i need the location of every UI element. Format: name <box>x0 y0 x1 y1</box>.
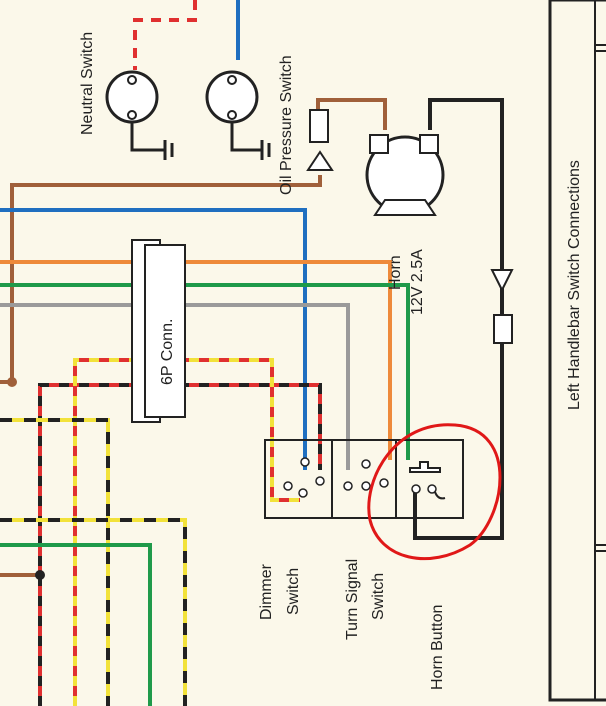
dimmer-switch-label-2: Switch <box>285 568 302 615</box>
wire-gray <box>0 303 350 470</box>
neutral-switch-label: Neutral Switch <box>79 32 96 135</box>
horn-button-label: Horn Button <box>429 605 446 690</box>
wire-yellow-black-dash <box>0 418 187 706</box>
horn <box>306 109 445 216</box>
horn-label: Horn <box>387 255 404 290</box>
neutral-switch <box>105 70 174 160</box>
wire-yellow-black <box>0 418 187 706</box>
wire-red-yellow-dash <box>73 358 300 706</box>
switch-connections-table <box>548 0 606 702</box>
switch-block <box>264 439 464 519</box>
junction-dot <box>35 570 45 580</box>
table-title: Left Handlebar Switch Connections <box>566 160 583 410</box>
6p-connector <box>131 239 186 423</box>
wire-orange <box>0 260 392 460</box>
annotation-circle <box>367 423 502 561</box>
oil-pressure-switch-label: Oil Pressure Switch <box>278 55 295 195</box>
horn-rating-label: 12V 2.5A <box>409 249 426 315</box>
connector-black <box>490 269 514 344</box>
wire-red-green-top <box>133 0 197 70</box>
turn-signal-switch-label-2: Switch <box>370 573 387 620</box>
wire-green-lower <box>0 543 152 706</box>
turn-signal-switch-label: Turn Signal <box>344 559 361 640</box>
junction-dot <box>7 377 17 387</box>
6p-connector-label: 6P Conn. <box>159 319 176 385</box>
dimmer-switch-label: Dimmer <box>258 563 275 620</box>
oil-pressure-switch <box>205 70 271 160</box>
